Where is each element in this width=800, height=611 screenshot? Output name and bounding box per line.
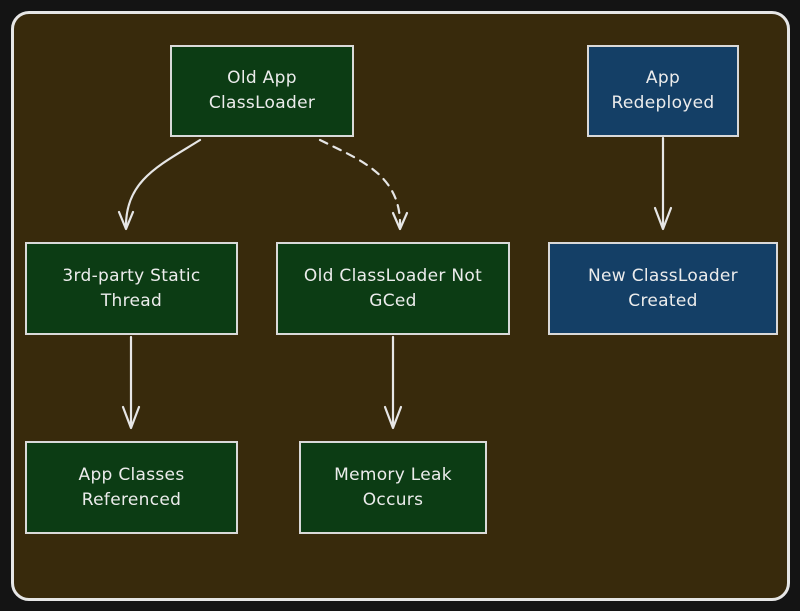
edge-old-app-to-static-thread: [124, 138, 202, 230]
node-label-line: Memory Leak: [334, 464, 452, 485]
node-label-line: App: [645, 68, 681, 88]
node-label-line: Referenced: [81, 489, 182, 510]
node-third-party-static-thread: 3rd-party Static Thread: [25, 242, 238, 335]
node-label-line: 3rd-party Static: [62, 265, 201, 286]
node-label-line: Old App: [227, 68, 297, 88]
arrowhead-static-thread: [117, 210, 135, 231]
node-label-line: Old ClassLoader Not: [303, 265, 483, 286]
node-old-classloader-not-gced: Old ClassLoader Not GCed: [276, 242, 510, 335]
node-label-line: Occurs: [362, 489, 424, 510]
arrowhead-memory-leak: [383, 405, 403, 430]
node-label-line: Redeployed: [611, 93, 715, 113]
arrowhead-not-gced: [391, 211, 409, 231]
arrowhead-app-classes: [121, 405, 141, 430]
node-memory-leak-occurs: Memory Leak Occurs: [299, 441, 487, 534]
node-old-app-classloader: Old App ClassLoader: [170, 45, 354, 137]
node-label-line: Thread: [100, 290, 163, 311]
node-app-classes-referenced: App Classes Referenced: [25, 441, 238, 534]
node-label-line: App Classes: [78, 464, 185, 485]
node-app-redeployed: App Redeployed: [587, 45, 739, 137]
node-label-line: GCed: [369, 290, 417, 311]
node-new-classloader-created: New ClassLoader Created: [548, 242, 778, 335]
edge-old-app-to-not-gced: [318, 138, 402, 230]
node-label-line: Created: [628, 290, 698, 311]
arrowhead-new-classloader: [653, 206, 673, 231]
node-label-line: ClassLoader: [208, 93, 316, 113]
node-label-line: New ClassLoader: [588, 265, 738, 286]
